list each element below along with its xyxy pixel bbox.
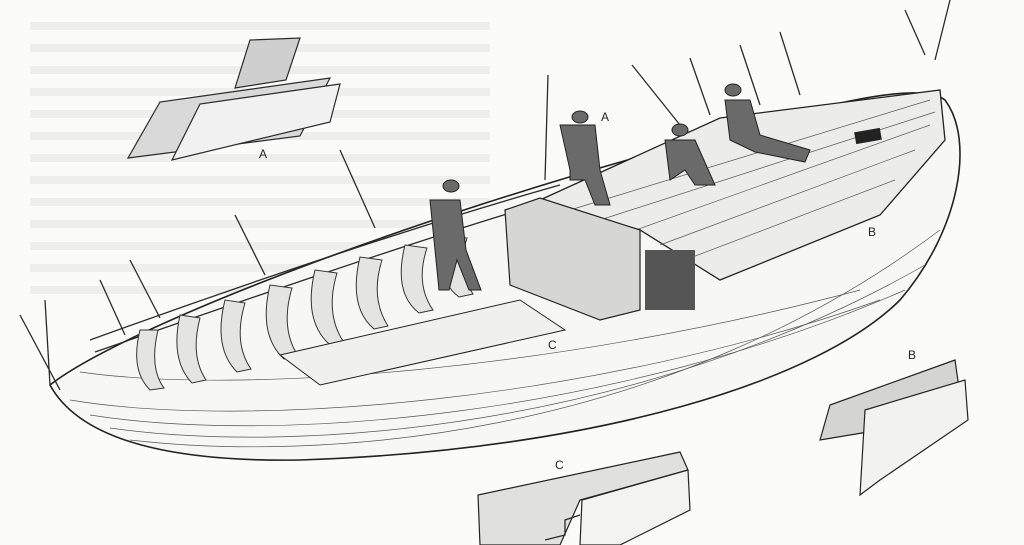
label-boat-b: B: [868, 225, 877, 239]
label-detail-c: C: [555, 458, 564, 472]
detail-a-joint: [126, 37, 341, 161]
detail-c-joint: [477, 451, 691, 545]
label-boat-a: A: [601, 110, 610, 124]
detail-b-joint: [819, 359, 969, 497]
label-detail-a: A: [259, 147, 268, 161]
label-boat-c: C: [548, 338, 557, 352]
boat-hull: [19, 0, 961, 461]
label-detail-b: B: [908, 348, 917, 362]
